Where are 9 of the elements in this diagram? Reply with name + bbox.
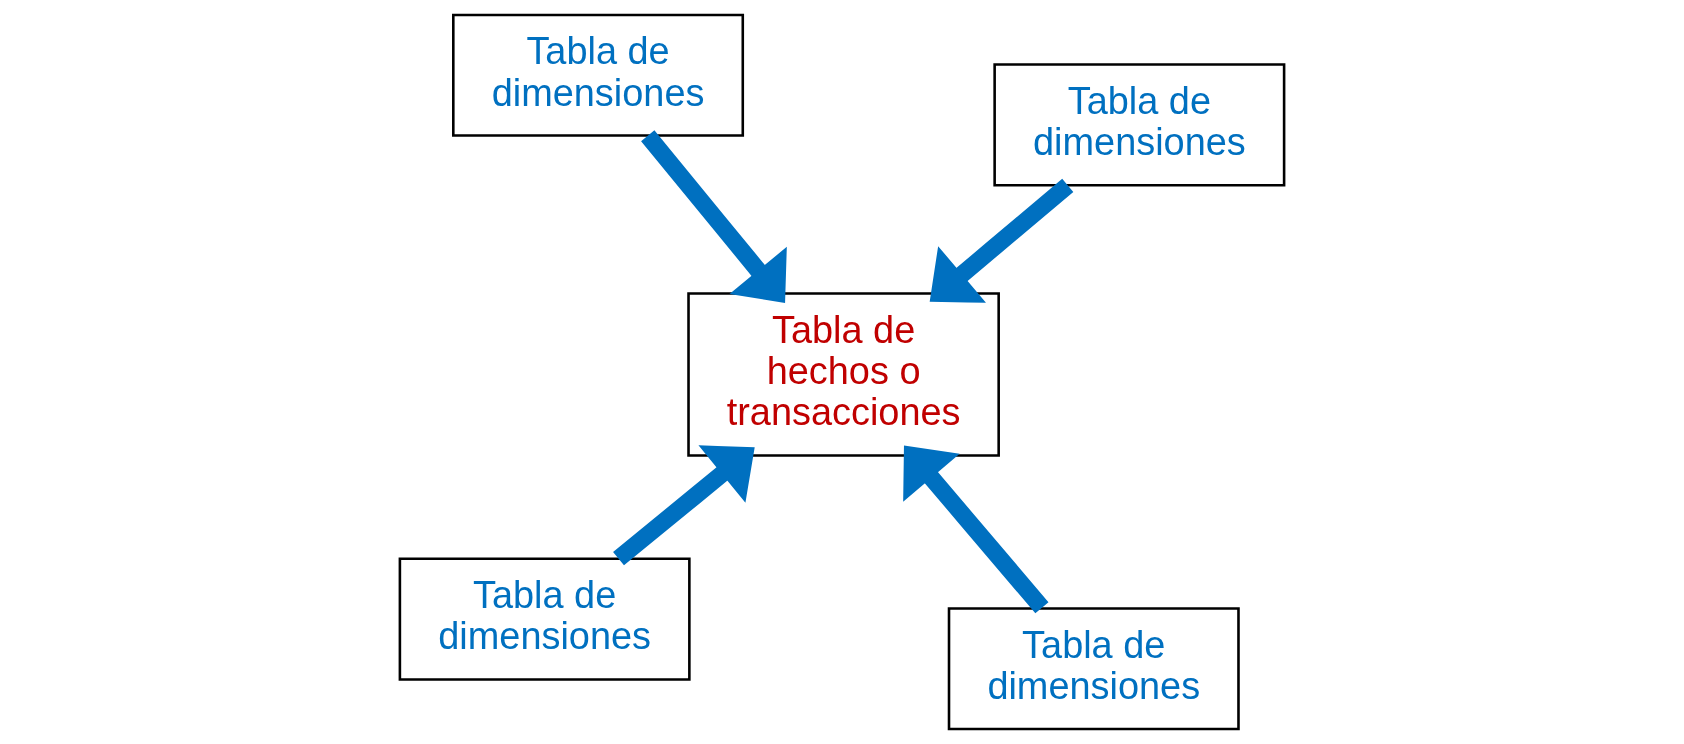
- arrow: [903, 445, 1049, 614]
- node-box: Tabla de dimensiones: [993, 63, 1286, 187]
- node-box: Tabla de dimensiones: [398, 557, 691, 681]
- arrow: [641, 130, 787, 304]
- node-box: Tabla de dimensiones: [947, 607, 1240, 731]
- arrow: [929, 178, 1074, 303]
- node-box: Tabla de dimensiones: [452, 13, 745, 137]
- node-box: Tabla de hechos o transacciones: [687, 292, 1000, 457]
- arrow: [613, 445, 755, 566]
